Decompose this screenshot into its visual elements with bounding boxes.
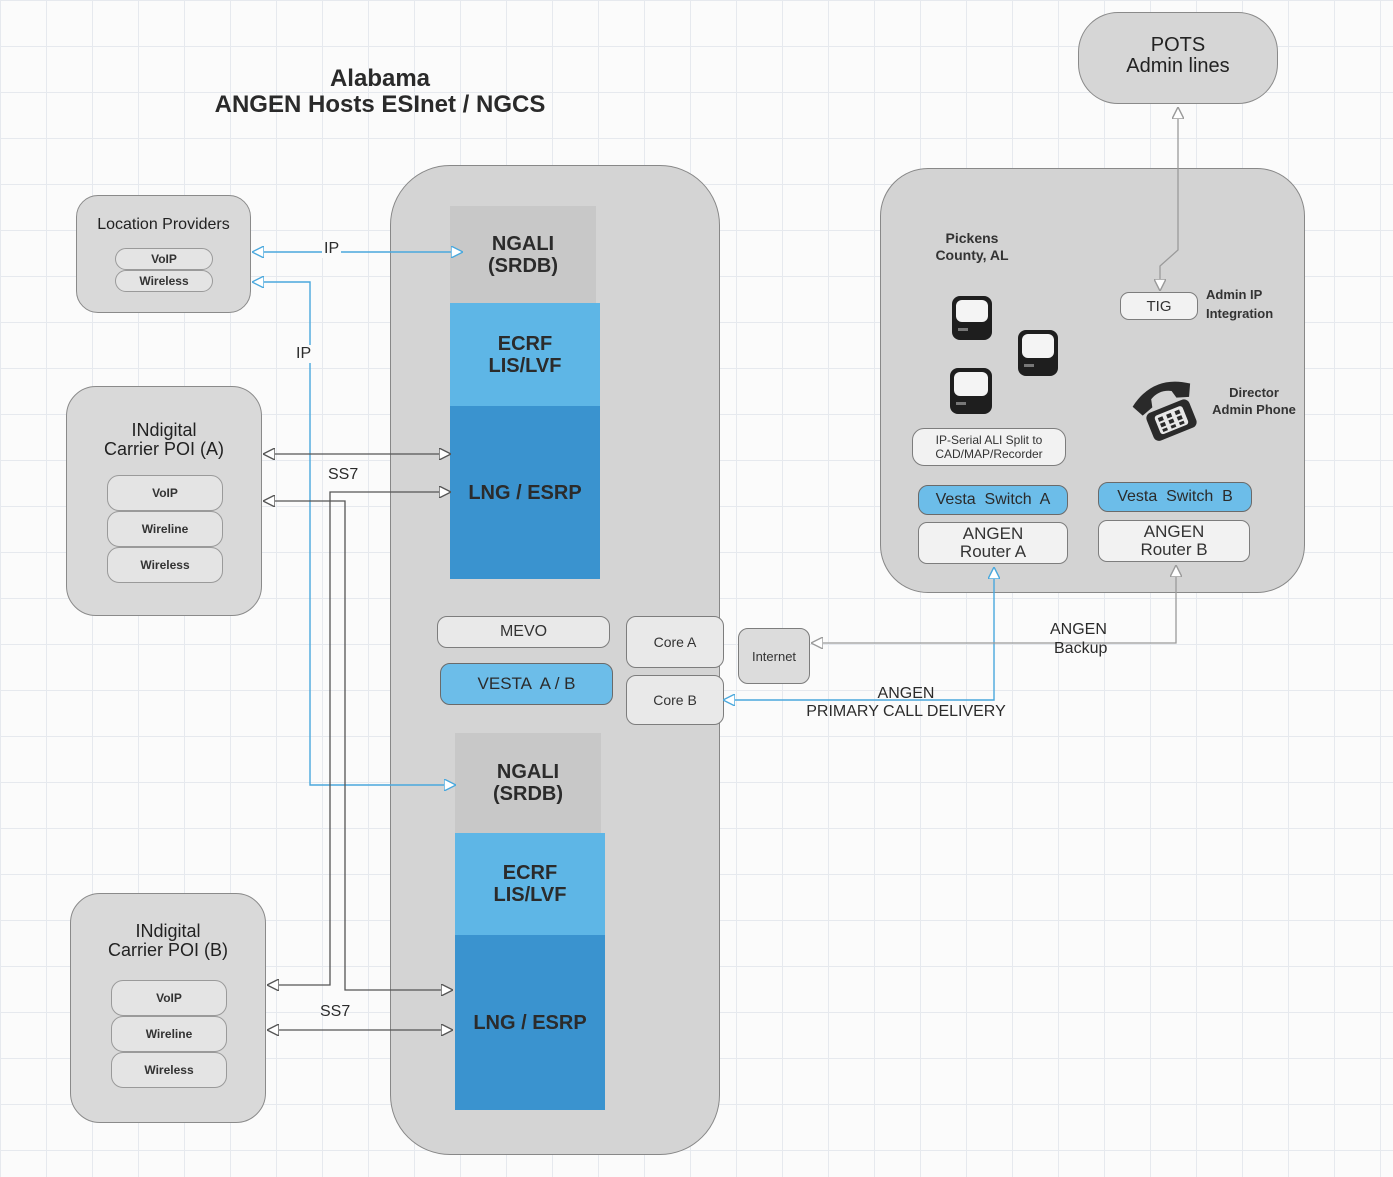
primary-line-2: PRIMARY CALL DELIVERY — [806, 703, 1006, 720]
psap-name-line-2: County, AL — [935, 247, 1009, 263]
vesta-switch-a: Vesta Switch A — [918, 485, 1068, 515]
poi-a-line-2: Carrier POI (A) — [103, 439, 224, 459]
router-b-line-1: ANGEN — [1143, 522, 1205, 541]
server-icon — [1018, 330, 1058, 376]
ecrf-bottom-line-2: LIS/LVF — [493, 884, 567, 906]
admin-ip-integration: Admin IP Integration — [1206, 285, 1273, 323]
ip-label-vertical: IP — [294, 345, 314, 363]
telephone-icon — [1132, 381, 1197, 441]
poi-b-line-1: INdigital — [135, 921, 201, 941]
pots-admin-lines: POTS Admin lines — [1078, 12, 1278, 104]
director-line-2: Admin Phone — [1212, 402, 1296, 417]
server-icon — [950, 368, 992, 414]
angen-primary-label: ANGEN PRIMARY CALL DELIVERY — [786, 685, 1026, 721]
psap-name-line-1: Pickens — [945, 230, 999, 246]
lng-esrp-top-label: LNG / ESRP — [468, 481, 582, 504]
poi-b-wireless: Wireless — [111, 1052, 227, 1088]
admin-ip-line-1: Admin IP — [1206, 287, 1263, 302]
title-line-1: Alabama — [329, 65, 431, 92]
vesta-ab-label: VESTA A / B — [477, 674, 576, 693]
location-wireless: Wireless — [115, 270, 213, 292]
splitter-line-1: IP-Serial ALI Split to — [935, 433, 1043, 447]
ngali-bottom-line-1: NGALI — [496, 761, 560, 783]
angen-backup-label: ANGEN Backup — [1050, 620, 1107, 658]
poi-b-voip: VoIP — [111, 980, 227, 1016]
core-b-box: Core B — [626, 675, 724, 725]
director-admin-phone-label: Director Admin Phone — [1204, 384, 1304, 418]
vesta-switch-b: Vesta Switch B — [1098, 482, 1252, 512]
ss7-label-top: SS7 — [328, 466, 359, 483]
carrier-poi-b: INdigital Carrier POI (B) VoIP Wireline … — [70, 893, 266, 1123]
title-line-2: ANGEN Hosts ESInet / NGCS — [214, 91, 546, 118]
router-a-line-1: ANGEN — [962, 524, 1024, 543]
carrier-poi-a: INdigital Carrier POI (A) VoIP Wireline … — [66, 386, 262, 616]
pots-label: POTS — [1150, 34, 1206, 56]
ip-label-top: IP — [322, 240, 342, 258]
poi-a-wireless: Wireless — [107, 547, 223, 583]
primary-line-1: ANGEN — [877, 685, 935, 702]
router-b-line-2: Router B — [1140, 540, 1208, 559]
core-a-label: Core A — [653, 634, 697, 650]
ecrf-top-line-1: ECRF — [497, 332, 553, 355]
backup-line-1: ANGEN — [1050, 621, 1107, 638]
ngali-bottom-line-2: (SRDB) — [493, 783, 563, 805]
core-b-label: Core B — [653, 692, 697, 708]
location-providers-title: Location Providers — [97, 216, 230, 233]
location-voip: VoIP — [115, 248, 213, 270]
router-a-line-2: Router A — [959, 542, 1027, 561]
psap-name: Pickens County, AL — [912, 230, 1032, 264]
core-a-box: Core A — [626, 616, 724, 668]
location-providers: Location Providers VoIP Wireless — [76, 195, 251, 313]
lng-esrp-bottom: LNG / ESRP — [455, 935, 605, 1110]
vesta-switch-a-label: Vesta Switch A — [935, 491, 1051, 508]
ngali-top-line-2: (SRDB) — [488, 254, 558, 277]
ss7-label-bottom: SS7 — [320, 1003, 351, 1020]
poi-a-wireline: Wireline — [107, 511, 223, 547]
ss7-link-poi-a-lng-top — [264, 501, 452, 990]
lng-esrp-bottom-label: LNG / ESRP — [473, 1011, 587, 1034]
mevo-label: MEVO — [499, 623, 548, 640]
ecrf-top-line-2: LIS/LVF — [488, 354, 562, 377]
ip-link-location-ngali-bottom — [253, 282, 455, 785]
primary-call-delivery-link — [724, 568, 994, 700]
admin-lines-label: Admin lines — [1126, 55, 1230, 77]
tig-box: TIG — [1120, 292, 1198, 320]
splitter-line-2: CAD/MAP/Recorder — [935, 447, 1043, 461]
tig-label: TIG — [1146, 297, 1172, 315]
server-icon — [952, 296, 992, 340]
mevo-box: MEVO — [437, 616, 610, 648]
pots-tig-link — [1160, 108, 1178, 290]
diagram-title: Alabama ANGEN Hosts ESInet / NGCS — [170, 66, 590, 118]
ss7-link-poi-b-lng-top — [268, 492, 450, 985]
poi-b-wireline: Wireline — [111, 1016, 227, 1052]
backup-link — [812, 566, 1176, 643]
director-line-1: Director — [1229, 385, 1279, 400]
ngali-top: NGALI(SRDB) — [450, 206, 596, 303]
backup-line-2: Backup — [1054, 640, 1108, 657]
admin-ip-line-2: Integration — [1206, 306, 1274, 321]
ngali-bottom: NGALI(SRDB) — [455, 733, 601, 833]
vesta-ab-box: VESTA A / B — [440, 663, 613, 705]
poi-b-line-2: Carrier POI (B) — [107, 940, 228, 960]
vesta-switch-b-label: Vesta Switch B — [1117, 488, 1233, 505]
ngali-top-line-1: NGALI — [491, 232, 555, 255]
poi-a-voip: VoIP — [107, 475, 223, 511]
poi-a-line-1: INdigital — [131, 420, 197, 440]
ecrf-bottom-line-1: ECRF — [502, 862, 558, 884]
lng-esrp-top: LNG / ESRP — [450, 406, 600, 579]
